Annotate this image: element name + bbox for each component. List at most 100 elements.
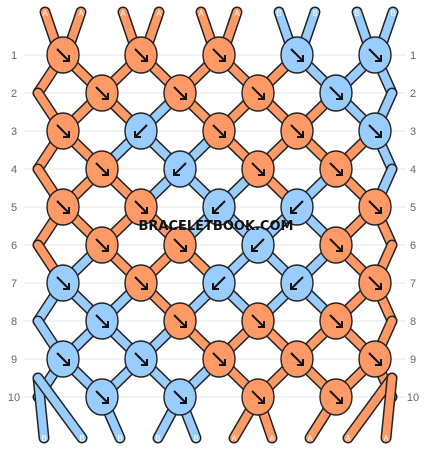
arrow-down-right-icon — [251, 86, 265, 100]
arrow-down-right-icon — [95, 314, 109, 328]
row-label-left: 4 — [11, 164, 17, 176]
strand-letter-bottom: B — [155, 434, 160, 443]
arrow-down-right-icon — [173, 390, 187, 404]
knot — [280, 264, 314, 302]
knot — [46, 36, 80, 74]
arrow-down-right-icon — [290, 48, 304, 62]
strand-letter-bottom: A — [345, 434, 351, 443]
arrow-down-right-icon — [329, 314, 343, 328]
arrow-down-right-icon — [290, 124, 304, 138]
row-label-right: 1 — [410, 50, 416, 62]
row-label-right: 7 — [410, 278, 416, 290]
knot — [319, 378, 353, 416]
strand-letter-top: B — [276, 9, 281, 18]
arrow-down-right-icon — [329, 238, 343, 252]
arrow-down-right-icon — [173, 314, 187, 328]
arrow-down-right-icon — [212, 48, 226, 62]
knot — [46, 340, 80, 378]
strand-letter-top: A — [156, 9, 162, 18]
knot — [85, 378, 119, 416]
arrow-down-right-icon — [56, 200, 70, 214]
knot — [241, 302, 275, 340]
arrow-down-right-icon — [134, 276, 148, 290]
arrow-down-left-icon — [290, 276, 304, 290]
arrow-down-left-icon — [290, 200, 304, 214]
knot — [163, 150, 197, 188]
arrow-down-right-icon — [251, 390, 265, 404]
strand-letter-bottom: B — [117, 434, 122, 443]
arrow-down-right-icon — [251, 314, 265, 328]
strand-letter-bottom: B — [79, 434, 84, 443]
arrow-down-right-icon — [56, 276, 70, 290]
strand-segment — [342, 372, 398, 444]
arrow-down-right-icon — [95, 390, 109, 404]
strand-letter-bottom: A — [269, 434, 275, 443]
knot — [202, 36, 236, 74]
knot — [241, 150, 275, 188]
knot — [124, 112, 158, 150]
strand-letter-top: B — [390, 9, 395, 18]
row-label-left: 6 — [11, 240, 17, 252]
arrow-down-right-icon — [290, 352, 304, 366]
knot — [358, 112, 392, 150]
strand-segment — [380, 372, 398, 444]
arrow-down-left-icon — [212, 276, 226, 290]
knot — [124, 36, 158, 74]
arrow-down-right-icon — [329, 162, 343, 176]
knot — [124, 188, 158, 226]
knot — [319, 302, 353, 340]
arrow-down-left-icon — [134, 124, 148, 138]
arrow-down-left-icon — [212, 200, 226, 214]
knot — [46, 264, 80, 302]
knot — [85, 150, 119, 188]
strand-letter-top: B — [354, 9, 359, 18]
arrow-down-right-icon — [329, 86, 343, 100]
row-label-left: 7 — [11, 278, 17, 290]
arrow-down-right-icon — [368, 124, 382, 138]
row-label-left: 8 — [11, 316, 17, 328]
strand-letter-top: A — [78, 9, 84, 18]
arrow-down-right-icon — [251, 162, 265, 176]
knot — [358, 188, 392, 226]
row-label-left: 3 — [11, 126, 17, 138]
knot — [202, 112, 236, 150]
arrow-down-right-icon — [134, 352, 148, 366]
strand-letter-bottom: A — [307, 434, 313, 443]
knot — [124, 340, 158, 378]
row-label-right: 5 — [410, 202, 416, 214]
strand-letter-top: A — [42, 9, 48, 18]
knot — [358, 264, 392, 302]
row-label-right: 8 — [410, 316, 416, 328]
knot — [319, 74, 353, 112]
strand-letter-top: A — [234, 9, 240, 18]
knot — [202, 188, 236, 226]
knot — [280, 188, 314, 226]
strand-letter-bottom: A — [231, 434, 237, 443]
knot — [85, 302, 119, 340]
knot — [46, 112, 80, 150]
arrow-down-right-icon — [212, 352, 226, 366]
strand-letter-bottom: A — [383, 434, 389, 443]
knot — [124, 264, 158, 302]
arrow-down-left-icon — [251, 238, 265, 252]
row-label-left: 10 — [8, 392, 20, 404]
knot — [202, 340, 236, 378]
arrow-down-right-icon — [95, 238, 109, 252]
arrow-down-right-icon — [173, 86, 187, 100]
row-label-right: 10 — [407, 392, 419, 404]
knot — [85, 74, 119, 112]
row-label-right: 9 — [410, 354, 416, 366]
row-label-left: 5 — [11, 202, 17, 214]
arrow-down-right-icon — [368, 352, 382, 366]
arrow-down-right-icon — [95, 86, 109, 100]
knot-grid — [46, 36, 392, 416]
knot — [163, 74, 197, 112]
row-label-left: 9 — [11, 354, 17, 366]
arrow-down-right-icon — [56, 352, 70, 366]
knot — [241, 378, 275, 416]
knot — [241, 74, 275, 112]
knot — [163, 378, 197, 416]
